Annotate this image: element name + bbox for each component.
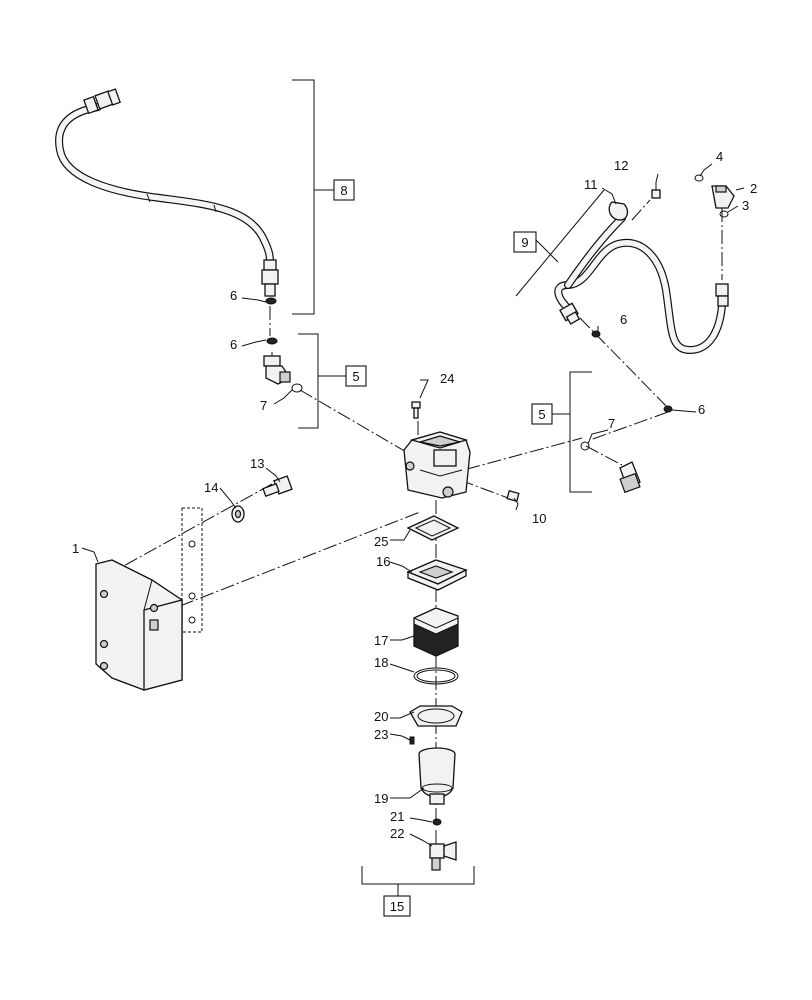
svg-text:15: 15 xyxy=(390,899,404,914)
elbow-fitting-left xyxy=(263,355,291,385)
callout-23: 23 xyxy=(374,727,388,742)
mounting-plate-ghost xyxy=(181,507,203,633)
o-ring-18 xyxy=(413,667,459,685)
callout-11: 11 xyxy=(584,177,598,192)
callout-16: 16 xyxy=(376,554,390,569)
drain-valve-22 xyxy=(429,841,457,871)
callout-1: 1 xyxy=(72,541,79,556)
assembly-box-5-right: 5 xyxy=(531,403,553,425)
callout-13: 13 xyxy=(250,456,264,471)
screw-23 xyxy=(409,736,415,745)
callout-7a: 7 xyxy=(260,398,267,413)
callout-4: 4 xyxy=(716,149,723,164)
svg-text:8: 8 xyxy=(340,183,347,198)
callout-6d: 6 xyxy=(698,402,705,417)
assembly-box-8: 8 xyxy=(333,179,355,201)
callout-18: 18 xyxy=(374,655,388,670)
callout-12: 12 xyxy=(614,158,628,173)
callout-20: 20 xyxy=(374,709,388,724)
sediment-bowl-19 xyxy=(418,747,456,805)
assembly-box-5-left: 5 xyxy=(345,365,367,387)
callout-7b: 7 xyxy=(608,416,615,431)
assembly-box-9: 9 xyxy=(513,231,537,253)
filter-element-17 xyxy=(413,607,459,657)
assembly-box-15: 15 xyxy=(383,895,411,917)
bracket-5-left xyxy=(298,333,346,429)
callout-21: 21 xyxy=(390,809,404,824)
bracket-5-right xyxy=(552,371,592,493)
elbow-fitting-right xyxy=(619,461,641,494)
callout-6b: 6 xyxy=(230,337,237,352)
seal-washers xyxy=(265,174,729,826)
callout-14: 14 xyxy=(204,480,218,495)
callout-19: 19 xyxy=(374,791,388,806)
bolt-24 xyxy=(411,401,421,419)
callout-25: 25 xyxy=(374,534,388,549)
callout-10: 10 xyxy=(532,511,546,526)
callout-6a: 6 xyxy=(230,288,237,303)
bracket-8 xyxy=(292,79,334,315)
bracket-9 xyxy=(515,189,605,297)
bolt-10 xyxy=(506,490,520,502)
callout-6c: 6 xyxy=(620,312,627,327)
mounting-bracket-1 xyxy=(95,559,183,691)
callout-3: 3 xyxy=(742,198,749,213)
svg-text:5: 5 xyxy=(538,407,545,422)
callout-22: 22 xyxy=(390,826,404,841)
callout-17: 17 xyxy=(374,633,388,648)
collar-ring-20 xyxy=(409,705,463,727)
svg-text:9: 9 xyxy=(521,235,528,250)
bracket-15 xyxy=(361,866,475,898)
leader-lines xyxy=(81,163,745,847)
elbow-fitting-2 xyxy=(711,185,735,209)
plate-16 xyxy=(406,559,468,591)
filter-head xyxy=(403,431,471,499)
hose-assembly-8 xyxy=(55,88,279,297)
callout-labels: 1 2 3 4 6 6 6 6 7 7 10 11 12 13 14 16 17… xyxy=(72,149,757,841)
callout-2: 2 xyxy=(750,181,757,196)
gasket-25 xyxy=(406,515,460,541)
svg-text:5: 5 xyxy=(352,369,359,384)
callout-24: 24 xyxy=(440,371,454,386)
hose-assembly-9 xyxy=(554,189,729,354)
washer-14 xyxy=(231,505,245,523)
